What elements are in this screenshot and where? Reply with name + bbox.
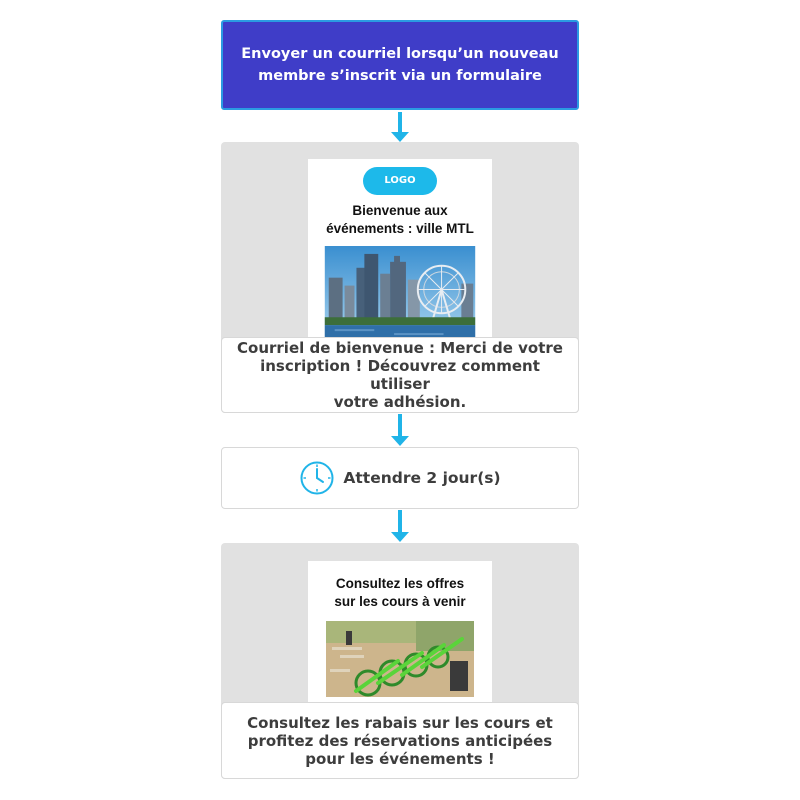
- bikes-image: [326, 621, 474, 697]
- trigger-line-2: membre s’inscrit via un formulaire: [241, 65, 558, 87]
- trigger-line-1: Envoyer un courriel lorsqu’un nouveau: [241, 43, 558, 65]
- offers-card-line-2: profitez des réservations anticipées: [247, 732, 553, 750]
- offers-card-line-3: pour les événements !: [247, 750, 553, 768]
- flow-arrow: [390, 510, 410, 544]
- welcome-title-line-1: Bienvenue aux: [315, 202, 485, 220]
- offers-email-card[interactable]: Consultez les rabais sur les cours et pr…: [221, 702, 579, 779]
- welcome-email-title: Bienvenue aux événements : ville MTL: [315, 202, 485, 238]
- offers-email-title: Consultez les offres sur les cours à ven…: [315, 575, 485, 611]
- offers-card-line-1: Consultez les rabais sur les cours et: [247, 714, 553, 732]
- flow-arrow: [390, 414, 410, 448]
- wait-label: Attendre 2 jour(s): [343, 469, 500, 487]
- offers-title-line-2: sur les cours à venir: [315, 593, 485, 611]
- welcome-title-line-2: événements : ville MTL: [315, 220, 485, 238]
- welcome-email-preview[interactable]: LOGO Bienvenue aux événements : ville MT…: [308, 159, 492, 341]
- offers-title-line-1: Consultez les offres: [315, 575, 485, 593]
- welcome-card-line-3: votre adhésion.: [234, 393, 566, 411]
- welcome-card-line-2: inscription ! Découvrez comment utiliser: [234, 357, 566, 393]
- trigger-node[interactable]: Envoyer un courriel lorsqu’un nouveau me…: [221, 20, 579, 110]
- welcome-card-line-1: Courriel de bienvenue : Merci de votre: [234, 339, 566, 357]
- city-skyline-image: [324, 246, 476, 341]
- offers-email-preview[interactable]: Consultez les offres sur les cours à ven…: [308, 561, 492, 704]
- logo-badge: LOGO: [363, 167, 437, 195]
- welcome-email-card[interactable]: Courriel de bienvenue : Merci de votre i…: [221, 337, 579, 413]
- flow-arrow: [390, 112, 410, 144]
- clock-icon: [299, 460, 335, 496]
- wait-step[interactable]: Attendre 2 jour(s): [221, 447, 579, 509]
